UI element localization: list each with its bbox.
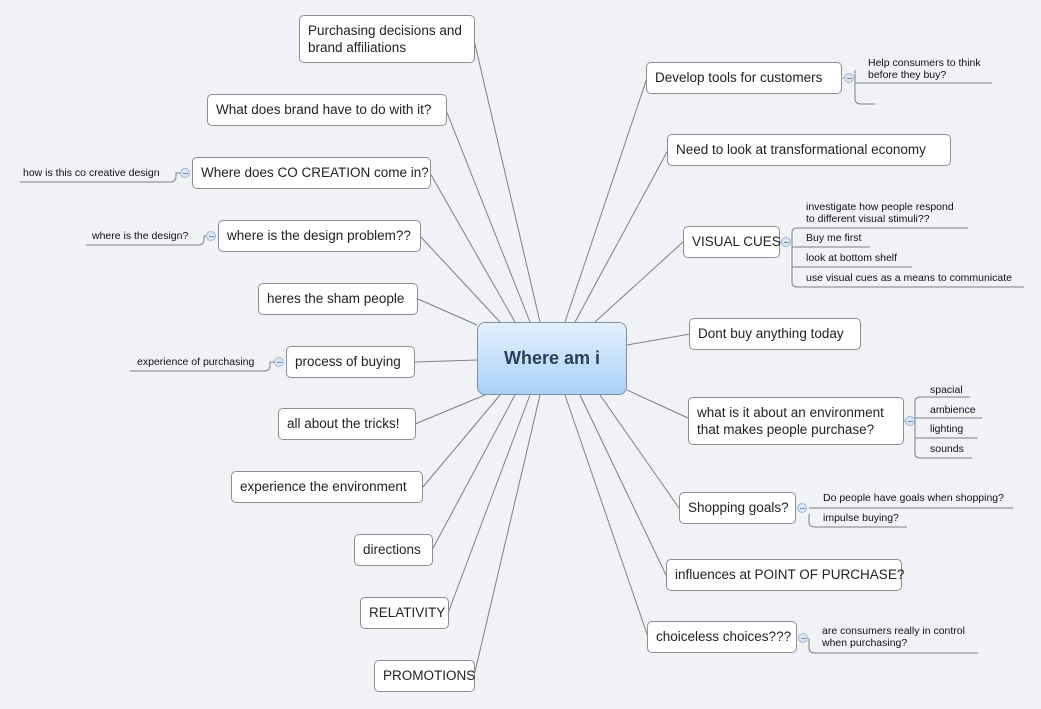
topic-visual-cues[interactable]: VISUAL CUES [683, 226, 781, 258]
topic-label: process of buying [295, 354, 401, 369]
topic-process-of-buying[interactable]: process of buying [286, 346, 415, 378]
topic-transformational-economy[interactable]: Need to look at transformational economy [667, 134, 951, 166]
central-topic[interactable]: Where am i [477, 322, 627, 395]
topic-label: VISUAL CUES [692, 234, 781, 249]
subtopic-experience-of-purchasing[interactable]: experience of purchasing [137, 356, 255, 368]
topic-label: all about the tricks! [287, 416, 400, 431]
subtopic-bottom-shelf[interactable]: look at bottom shelf [806, 252, 898, 264]
topic-label-line2: brand affiliations [308, 40, 407, 55]
topic-shopping-goals[interactable]: Shopping goals? [679, 492, 796, 524]
collapse-toggle-visual-cues[interactable] [781, 237, 791, 247]
subtopic-line1: are consumers really in control [822, 625, 965, 637]
subtopic-line2: to different visual stimuli?? [806, 213, 930, 225]
subtopic-line1: investigate how people respond [806, 201, 954, 213]
topic-label: RELATIVITY [369, 605, 446, 620]
topic-label: where is the design problem?? [227, 228, 411, 243]
topic-label: Dont buy anything today [698, 326, 844, 341]
topic-sham-people[interactable]: heres the sham people [258, 283, 418, 315]
subtopic-line2: when purchasing? [822, 637, 908, 649]
topic-label: influences at POINT OF PURCHASE? [675, 567, 905, 582]
topic-relativity[interactable]: RELATIVITY [360, 597, 449, 629]
collapse-toggle-shopping-goals[interactable] [797, 503, 807, 513]
topic-tricks[interactable]: all about the tricks! [278, 408, 416, 440]
subtopic-help-consumers[interactable]: Help consumers to think before they buy? [868, 57, 981, 81]
subtopic-spacial[interactable]: spacial [930, 384, 963, 396]
topic-co-creation[interactable]: Where does CO CREATION come in? [192, 157, 431, 189]
topic-point-of-purchase[interactable]: influences at POINT OF PURCHASE? [666, 559, 905, 591]
topic-label-line2: that makes people purchase? [697, 422, 875, 437]
topic-environment-purchase[interactable]: what is it about an environment that mak… [688, 397, 904, 445]
topic-label: Need to look at transformational economy [676, 142, 926, 157]
topic-brand[interactable]: What does brand have to do with it? [207, 94, 447, 126]
collapse-toggle-process-of-buying[interactable] [274, 357, 284, 367]
central-topic-label: Where am i [503, 348, 601, 368]
topic-directions[interactable]: directions [354, 534, 433, 566]
topic-choiceless-choices[interactable]: choiceless choices??? [647, 621, 797, 653]
topic-purchasing-decisions[interactable]: Purchasing decisions and brand affiliati… [299, 15, 475, 63]
topic-label: experience the environment [240, 479, 407, 494]
subtopic-lighting[interactable]: lighting [930, 423, 964, 435]
subtopic-ambience[interactable]: ambience [930, 404, 976, 416]
topic-dont-buy[interactable]: Dont buy anything today [689, 318, 861, 350]
topic-experience-environment[interactable]: experience the environment [231, 471, 423, 503]
subtopic-co-creative-design[interactable]: how is this co creative design [23, 167, 160, 179]
topic-label-line1: Purchasing decisions and [308, 23, 462, 38]
topic-label-line1: what is it about an environment [697, 405, 884, 420]
collapse-toggle-environment[interactable] [905, 416, 915, 426]
subtopic-buy-me-first[interactable]: Buy me first [806, 232, 862, 244]
subtopic-where-is-design[interactable]: where is the design? [92, 230, 189, 242]
topic-label: What does brand have to do with it? [216, 102, 432, 117]
subtopic-impulse-buying[interactable]: impulse buying? [823, 512, 899, 524]
topic-label: directions [363, 542, 421, 557]
collapse-toggle-co-creation[interactable] [180, 168, 190, 178]
subtopic-investigate-response[interactable]: investigate how people respond to differ… [806, 201, 954, 225]
topic-design-problem[interactable]: where is the design problem?? [218, 220, 421, 252]
topic-label: Shopping goals? [688, 500, 789, 515]
topic-label: heres the sham people [267, 291, 405, 306]
topic-promotions[interactable]: PROMOTIONS [374, 660, 475, 692]
topic-label: Where does CO CREATION come in? [201, 165, 429, 180]
topic-label: choiceless choices??? [656, 629, 792, 644]
topic-label: PROMOTIONS [383, 668, 476, 683]
subtopic-consumers-in-control[interactable]: are consumers really in control when pur… [822, 625, 965, 649]
collapse-toggle-develop-tools[interactable] [844, 73, 854, 83]
subtopic-visual-cues-communicate[interactable]: use visual cues as a means to communicat… [806, 272, 1013, 284]
subtopic-goals-when-shopping[interactable]: Do people have goals when shopping? [823, 492, 1004, 504]
topic-develop-tools[interactable]: Develop tools for customers [646, 62, 842, 94]
subtopic-line2: before they buy? [868, 69, 947, 81]
collapse-toggle-design-problem[interactable] [206, 231, 216, 241]
collapse-toggle-choiceless[interactable] [798, 633, 808, 643]
subtopic-line1: Help consumers to think [868, 57, 981, 69]
subtopic-sounds[interactable]: sounds [930, 443, 964, 455]
topic-label: Develop tools for customers [655, 70, 823, 85]
